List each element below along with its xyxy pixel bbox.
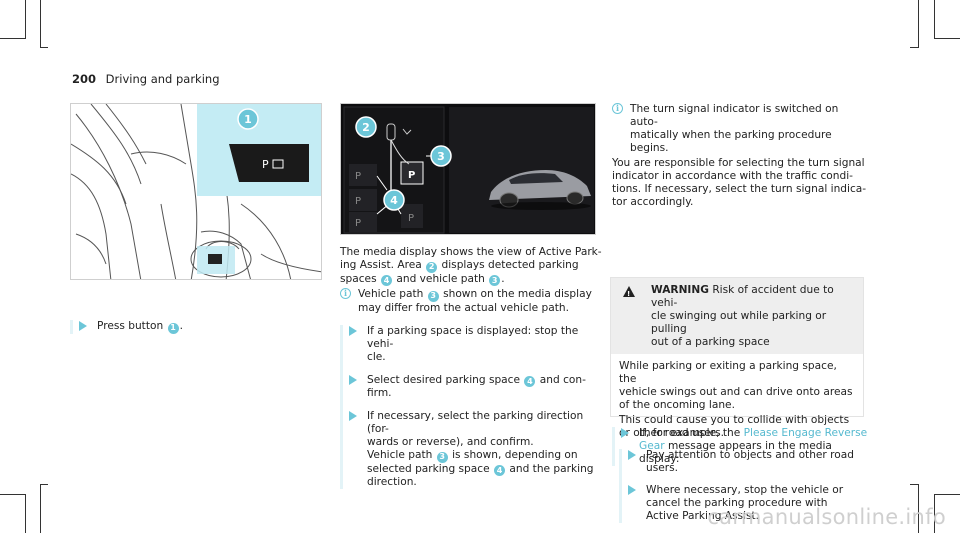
- warning-label: WARNING: [651, 284, 709, 296]
- step-press-button: Press button 1.: [79, 320, 322, 334]
- crop-mark: [25, 0, 26, 38]
- steps-group: If a parking space is displayed: stop th…: [340, 324, 602, 489]
- step-stop-vehicle: If a parking space is displayed: stop th…: [349, 325, 602, 364]
- column-2: The media display shows the view of Acti…: [340, 246, 602, 489]
- crop-mark: [40, 0, 41, 48]
- step-arrow-icon: [621, 428, 629, 438]
- callout-badge: 3: [427, 290, 439, 302]
- callout-1: [237, 108, 259, 130]
- step-pay-attention: Pay attention to objects and other road …: [628, 449, 855, 475]
- watermark: carmanualsonline.info: [707, 505, 946, 529]
- callout-2: [355, 116, 377, 138]
- callout-badge: 4: [380, 275, 392, 286]
- slot-label-selected: P: [408, 170, 415, 181]
- page-header: 200 Driving and parking: [72, 72, 220, 86]
- car-image: [489, 170, 591, 210]
- crop-mark: [40, 484, 48, 485]
- step-arrow-icon: [628, 485, 636, 495]
- svg-text:P: P: [262, 158, 269, 171]
- callout-badge: 3: [436, 451, 448, 463]
- warning-triangle-icon: [623, 286, 635, 301]
- slot-label: P: [355, 196, 361, 207]
- callout-badge: 4: [524, 376, 536, 387]
- figure-center-console: P 1: [70, 103, 322, 280]
- callout-4-label: 4: [390, 194, 398, 207]
- crop-mark: [934, 38, 960, 39]
- crop-mark: [918, 484, 919, 533]
- slot-label: P: [355, 218, 361, 229]
- crop-mark: [40, 47, 48, 48]
- step-arrow-icon: [628, 450, 636, 460]
- crop-mark: [25, 494, 26, 533]
- callout-1-label: 1: [244, 113, 252, 126]
- info-icon: i: [340, 288, 351, 299]
- callout-badge: 1: [167, 322, 179, 334]
- step-arrow-icon: [349, 325, 357, 336]
- step-arrow-icon: [79, 321, 87, 331]
- slot-label: P: [355, 171, 361, 182]
- display-message-link: Gear: [639, 440, 665, 452]
- media-display-illustration: P P P P P 2 3 4: [341, 104, 595, 234]
- crop-mark: [934, 494, 960, 495]
- crop-mark: [918, 0, 919, 48]
- intro-paragraph: The media display shows the view of Acti…: [340, 246, 602, 286]
- callout-2-label: 2: [362, 121, 370, 134]
- step-arrow-icon: [349, 411, 357, 421]
- callout-4: [383, 189, 405, 211]
- warning-header: WARNING Risk of accident due to vehi- cl…: [611, 278, 863, 354]
- responsibility-paragraph: You are responsible for selecting the tu…: [612, 157, 867, 208]
- callout-badge: 3: [489, 275, 501, 286]
- crop-mark: [934, 494, 935, 533]
- column-3: i The turn signal indicator is switched …: [612, 103, 868, 209]
- final-step-group: If, for example, the Please Engage Rever…: [612, 427, 868, 466]
- crop-mark: [910, 484, 918, 485]
- step-stop-or-cancel: Where necessary, stop the vehicle or can…: [628, 484, 855, 523]
- info-icon: i: [612, 103, 623, 114]
- note-vehicle-path: i Vehicle path 3 shown on the media disp…: [340, 288, 602, 315]
- callout-3-label: 3: [437, 150, 445, 163]
- figure-media-display: P P P P P 2 3 4: [340, 103, 596, 235]
- step-arrow-icon: [349, 374, 357, 385]
- display-message-link: Please Engage Reverse: [743, 427, 868, 439]
- crop-mark: [0, 494, 26, 495]
- note-turn-signal: i The turn signal indicator is switched …: [612, 103, 868, 155]
- warning-steps: Pay attention to objects and other road …: [619, 449, 855, 523]
- warning-box: WARNING Risk of accident due to vehi- cl…: [610, 277, 864, 523]
- crop-mark: [0, 38, 26, 39]
- step-engage-reverse: If, for example, the Please Engage Rever…: [621, 427, 868, 466]
- crop-mark: [910, 47, 918, 48]
- callout-badge: 4: [494, 465, 505, 476]
- page-number: 200: [72, 72, 97, 86]
- callout-badge: 2: [426, 261, 438, 273]
- crop-mark: [40, 484, 41, 533]
- center-console-illustration: P 1: [71, 104, 321, 279]
- column-1: Press button 1.: [70, 320, 322, 334]
- step-select-space: Select desired parking space 4 and con- …: [349, 374, 602, 401]
- section-title: Driving and parking: [105, 72, 220, 86]
- step-select-direction: If necessary, select the parking directi…: [349, 410, 602, 489]
- slot-label: P: [408, 213, 414, 224]
- callout-3: [430, 145, 452, 167]
- warning-body: While parking or exiting a parking space…: [619, 360, 855, 523]
- crop-mark: [934, 0, 935, 38]
